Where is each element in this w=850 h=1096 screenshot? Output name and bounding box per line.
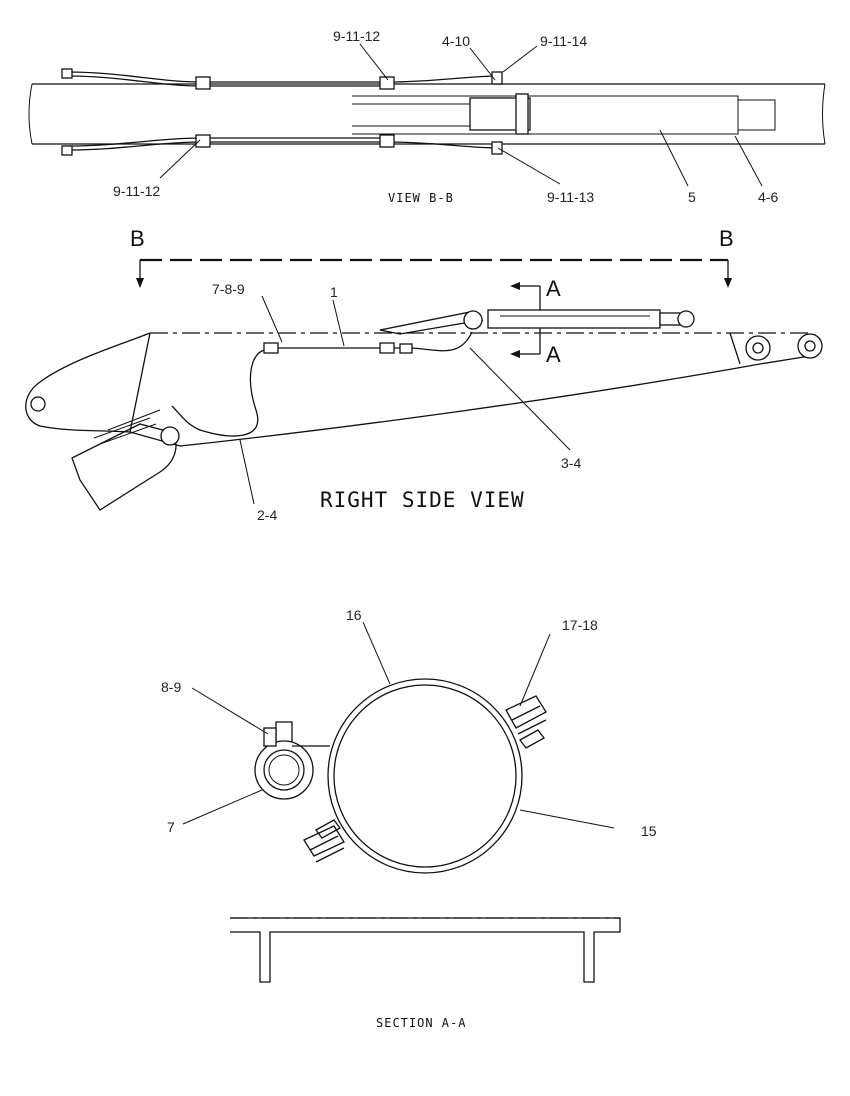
clamp-lower-left [303,825,345,857]
leader-1 [332,299,345,347]
cylinder-rod-eye [677,310,695,328]
fitting-right [399,343,413,354]
boom-break-left [28,83,33,145]
small-tube-core [268,754,300,786]
cylinder-head-pin [463,310,483,330]
leader-4-10 [469,47,496,81]
view-b-b-title: VIEW B-B [388,191,454,205]
clamp-upper-right-bolts [511,705,547,735]
callout-9-11-12-top: 9-11-12 [333,28,380,44]
callout-15: 15 [641,823,657,839]
callout-5: 5 [688,189,696,205]
lower-fitting-right [379,134,395,148]
section-a-label-top: A [546,276,561,301]
section-b-label-left: B [130,226,145,251]
callout-9-11-12-bottom: 9-11-12 [113,183,160,199]
fitting-mid [379,342,395,354]
view-b-b: 9-11-12 4-10 9-11-14 9-11-12 9-11-13 5 4… [28,28,826,205]
clamp-lower-left-nut [315,819,341,839]
upper-fitting-left [195,76,211,90]
cylinder-clamp [515,93,529,135]
tube-15-16-inner [333,684,517,868]
leader-7-8-9 [261,295,283,343]
lower-end-fitting [61,145,73,156]
boom-nose-pin-right-inner [804,340,816,352]
boom-nose-pin-left-inner [752,342,764,354]
clamp-upper-right-nut [519,729,545,749]
linkage-hoses [93,409,161,445]
leader-2-4 [239,439,255,505]
arrowhead-b-left [136,278,144,288]
arrowhead-a-bottom [510,350,520,358]
callout-8-9: 8-9 [161,679,181,695]
upper-fitting-right [379,76,395,90]
lower-fitting-left [195,134,211,148]
leader-3-4 [469,347,571,451]
section-b-label-right: B [719,226,734,251]
small-tube-bracket [275,721,293,742]
leader-4-6 [734,135,763,187]
linkage-pin [160,426,180,446]
lower-elbow [491,141,503,155]
callout-9-11-13: 9-11-13 [547,189,594,205]
fitting-7-8-9 [263,342,279,354]
hose-3-4 [411,331,473,352]
right-side-view: B B A A [25,226,823,523]
clamp-upper-right [505,695,547,729]
leader-9-11-12-top [359,43,389,81]
tube-15-16-outer [327,678,523,874]
support-channel [230,917,621,983]
callout-7-8-9: 7-8-9 [212,281,245,297]
leader-9-11-12-bottom [159,139,201,179]
leader-7 [182,789,263,825]
leader-16 [362,621,391,685]
small-tube-inner [263,749,305,791]
cylinder-barrel [487,309,661,329]
leader-17-18 [519,633,551,707]
leader-5 [659,129,689,187]
boom-foot-pin [30,396,46,412]
right-side-view-title: RIGHT SIDE VIEW [320,488,525,512]
callout-1: 1 [330,284,338,300]
callout-2-4: 2-4 [257,507,277,523]
upper-end-fitting [61,68,73,79]
boom-break-right [822,83,826,145]
section-a-label-bottom: A [546,342,561,367]
upper-elbow [491,71,503,85]
bolt-8-9 [263,727,277,747]
lower-hose-line [67,141,499,151]
leader-9-11-13 [497,147,561,185]
callout-17-18: 17-18 [562,617,598,633]
small-tube-outer [254,740,314,800]
section-a-a-title: SECTION A-A [376,1016,466,1030]
upper-hose-line-2 [67,75,390,87]
cylinder-body [352,95,720,135]
leader-9-11-14 [502,45,538,73]
boom-outline [25,332,811,447]
callout-7: 7 [167,819,175,835]
arrowhead-b-right [724,278,732,288]
leader-8-9 [191,687,269,735]
boom-edges [129,332,741,433]
lower-hose-line-2 [67,137,390,147]
cylinder-end [720,95,776,135]
clamp-lower-left-bolts [309,835,345,863]
hose-2-4 [171,349,265,437]
callout-4-10: 4-10 [442,33,470,49]
callout-16: 16 [346,607,362,623]
linkage-arm [71,423,177,511]
callout-9-11-14: 9-11-14 [540,33,587,49]
arrowhead-a-top [510,282,520,290]
leader-15 [519,809,615,829]
section-a-a: 16 17-18 8-9 7 15 SECTION A-A [161,607,657,1030]
callout-3-4: 3-4 [561,455,581,471]
callout-4-6: 4-6 [758,189,778,205]
